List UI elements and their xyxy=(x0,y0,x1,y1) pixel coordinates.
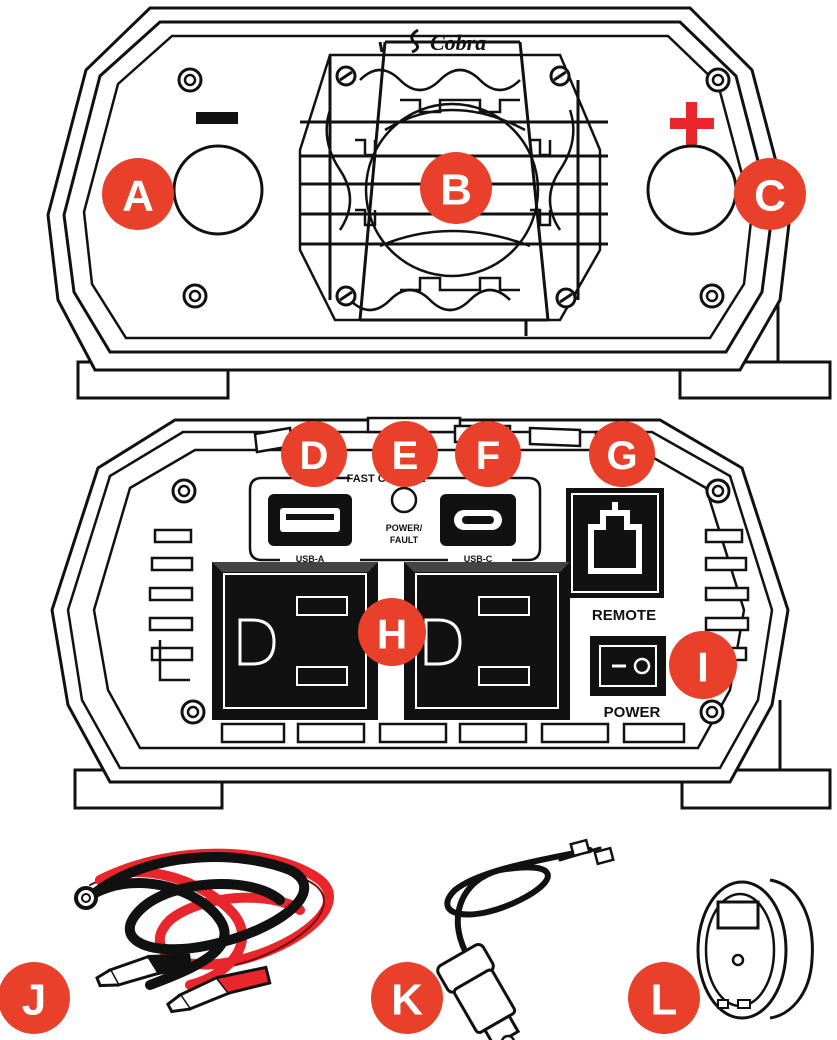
power-fault-led xyxy=(390,486,418,514)
screw-icon xyxy=(705,478,731,504)
callout-e-letter: E xyxy=(392,434,419,478)
callout-b: B xyxy=(420,152,492,224)
side-vents-left xyxy=(148,528,194,682)
rj45-port-icon xyxy=(566,488,664,598)
callout-j: J xyxy=(0,962,70,1034)
screw-icon xyxy=(705,67,731,93)
bottom-vents xyxy=(220,722,686,744)
callout-c: C xyxy=(734,158,806,230)
screw-icon xyxy=(171,478,197,504)
callout-i-letter: I xyxy=(697,644,709,691)
callout-g: G xyxy=(589,421,655,487)
minus-sign xyxy=(196,112,238,124)
callout-f-letter: F xyxy=(476,434,500,478)
power-label: POWER xyxy=(604,704,661,721)
callout-e: E xyxy=(372,421,438,487)
usb-a-port-icon xyxy=(268,494,352,546)
callout-k-letter: K xyxy=(391,976,423,1025)
screw-icon xyxy=(335,285,357,307)
callout-k: K xyxy=(371,962,443,1034)
usb-c-port-icon xyxy=(440,494,516,546)
callout-f: F xyxy=(455,421,521,487)
callout-l-letter: L xyxy=(651,976,678,1025)
fast-charge-bracket xyxy=(248,476,542,562)
callouts: A B C D E F G H I J K L xyxy=(0,152,806,1034)
callout-a: A xyxy=(102,158,174,230)
usb-a-label: USB-A xyxy=(296,554,325,564)
rocker-switch-icon xyxy=(590,636,666,696)
callout-j-letter: J xyxy=(22,976,46,1025)
remote-display-icon xyxy=(696,878,814,1020)
screw-icon xyxy=(549,65,571,87)
callout-d-letter: D xyxy=(300,434,329,478)
power-fault-label-line1: POWER/ xyxy=(386,523,423,533)
power-fault-label-line2: FAULT xyxy=(390,535,419,545)
battery-cable-icon xyxy=(74,848,334,1014)
rear-panel: FAST CHARGE USB-A POWER/ FAULT USB-C REM… xyxy=(50,416,832,810)
screw-icon xyxy=(335,65,357,87)
callout-c-letter: C xyxy=(754,172,786,221)
usb-c-label: USB-C xyxy=(464,554,493,564)
callout-h-letter: H xyxy=(377,611,407,658)
callout-b-letter: B xyxy=(440,166,472,215)
front-panel: Cobra xyxy=(46,6,832,400)
screw-icon xyxy=(555,287,577,309)
ac-outlet-icon xyxy=(212,562,378,720)
screw-icon xyxy=(182,283,208,309)
screw-icon xyxy=(177,67,203,93)
callout-i: I xyxy=(669,631,737,699)
screw-icon xyxy=(180,699,206,725)
car-plug-cable-icon xyxy=(436,838,615,1040)
fan-guard xyxy=(300,40,608,336)
callout-a-letter: A xyxy=(122,172,154,221)
callout-g-letter: G xyxy=(606,434,637,478)
screw-icon xyxy=(699,283,725,309)
remote-label: REMOTE xyxy=(592,607,656,624)
callout-h: H xyxy=(358,598,426,666)
plus-sign xyxy=(670,102,714,146)
positive-terminal xyxy=(646,144,738,236)
ac-outlet-icon xyxy=(404,562,570,720)
callout-l: L xyxy=(628,962,700,1034)
screw-icon xyxy=(699,699,725,725)
callout-d: D xyxy=(281,421,347,487)
negative-terminal xyxy=(172,144,264,236)
